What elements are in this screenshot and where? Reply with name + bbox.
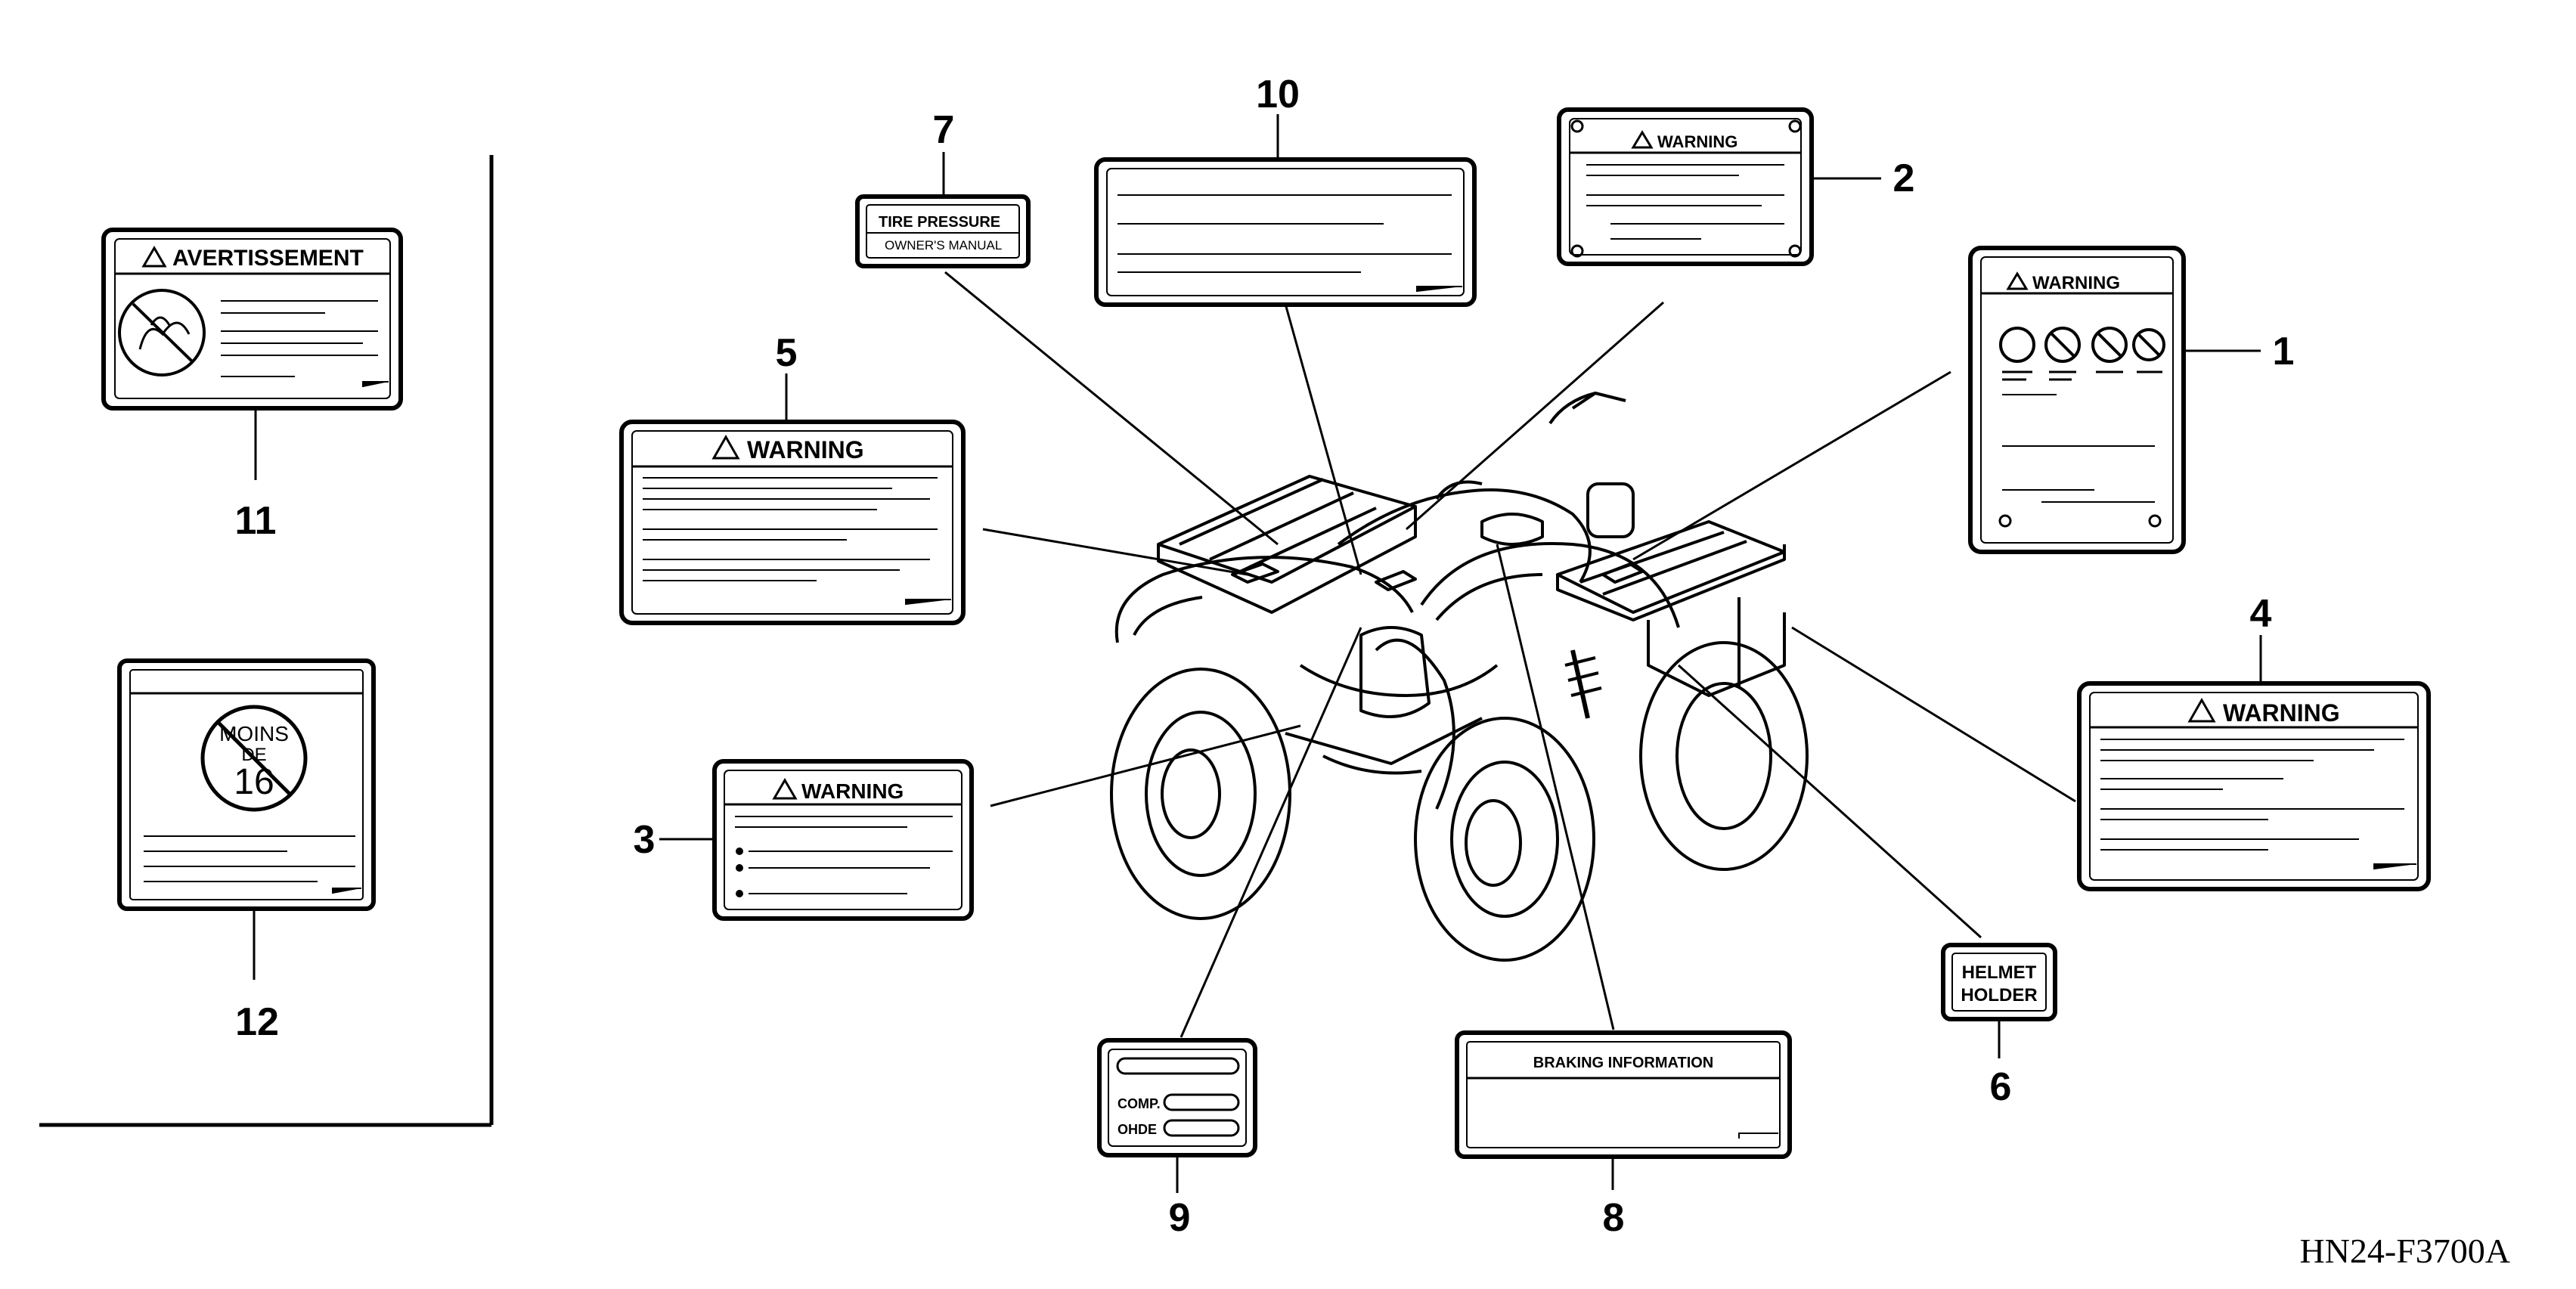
callout-11: 11	[235, 499, 277, 543]
label-4-heading: WARNING	[2223, 699, 2340, 727]
label-2-heading: WARNING	[1657, 132, 1737, 151]
rivet-icon	[1788, 119, 1802, 133]
callout-6: 6	[1990, 1065, 2012, 1109]
warning-triangle-icon	[141, 246, 167, 268]
warning-triangle-icon	[1631, 130, 1654, 149]
label-11-avertissement[interactable]: AVERTISSEMENT	[101, 228, 403, 480]
callout-1: 1	[2273, 330, 2295, 373]
tire-pressure-line2: OWNER'S MANUAL	[885, 238, 1002, 253]
label-1-heading: WARNING	[2032, 273, 2120, 293]
label-9-frame-info[interactable]: COMP. OHDE	[1097, 1038, 1257, 1193]
label-3-warning[interactable]: WARNING	[659, 759, 974, 921]
rivet-icon	[1570, 119, 1584, 133]
callout-9: 9	[1169, 1196, 1191, 1240]
braking-heading: BRAKING INFORMATION	[1533, 1055, 1714, 1071]
figure-code: HN24-F3700A	[2299, 1232, 2510, 1270]
warning-triangle-icon	[711, 434, 740, 460]
rivet-icon	[2148, 514, 2162, 528]
left-panel-frame	[39, 155, 494, 1127]
helmet-line1: HELMET	[1962, 962, 2037, 983]
callout-10: 10	[1256, 73, 1300, 116]
label-8-braking-information[interactable]: BRAKING INFORMATION	[1455, 1030, 1792, 1190]
vin-comp-text: COMP.	[1118, 1096, 1161, 1111]
label-6-helmet-holder[interactable]: HELMET HOLDER	[1941, 943, 2057, 1058]
callout-7: 7	[933, 108, 955, 152]
callout-5: 5	[776, 331, 798, 375]
label-4-warning[interactable]: WARNING	[2077, 635, 2431, 891]
callout-4: 4	[2250, 592, 2272, 636]
vin-ohde-text: OHDE	[1118, 1122, 1157, 1137]
warning-triangle-icon	[2187, 697, 2216, 723]
label-7-tire-pressure[interactable]: TIRE PRESSURE OWNER'S MANUAL	[855, 152, 1031, 268]
no-fire-icon	[118, 289, 206, 376]
no-under-16-icon: MOINS DE 16	[200, 705, 308, 812]
label-2-warning[interactable]: WARNING	[1557, 107, 1881, 266]
pictogram-row	[1999, 327, 2165, 363]
label-1-warning[interactable]: WARNING	[1968, 246, 2261, 554]
rivet-icon	[1788, 244, 1802, 258]
warning-triangle-icon	[772, 778, 798, 800]
callout-12: 12	[235, 1000, 279, 1044]
label-12-age-warning[interactable]: MOINS DE 16	[117, 658, 376, 980]
avertissement-heading: AVERTISSEMENT	[172, 246, 364, 271]
tire-pressure-line1: TIRE PRESSURE	[879, 214, 1000, 231]
label-5-heading: WARNING	[747, 436, 864, 463]
callout-2: 2	[1893, 156, 1915, 200]
rivet-icon	[1570, 244, 1584, 258]
warning-triangle-icon	[2006, 271, 2029, 290]
rivet-icon	[1998, 514, 2012, 528]
leader-lines	[944, 271, 2076, 1038]
label-10-blank[interactable]	[1094, 114, 1477, 307]
helmet-line2: HOLDER	[1961, 985, 2037, 1005]
callout-8: 8	[1603, 1196, 1625, 1240]
callout-3: 3	[634, 818, 656, 862]
age-16-text: 16	[234, 762, 274, 802]
label-5-warning[interactable]: WARNING	[619, 373, 966, 625]
atv-illustration	[1110, 392, 1809, 962]
age-de-text: DE	[241, 745, 266, 765]
label-3-heading: WARNING	[801, 779, 904, 803]
age-moins-text: MOINS	[219, 722, 289, 745]
